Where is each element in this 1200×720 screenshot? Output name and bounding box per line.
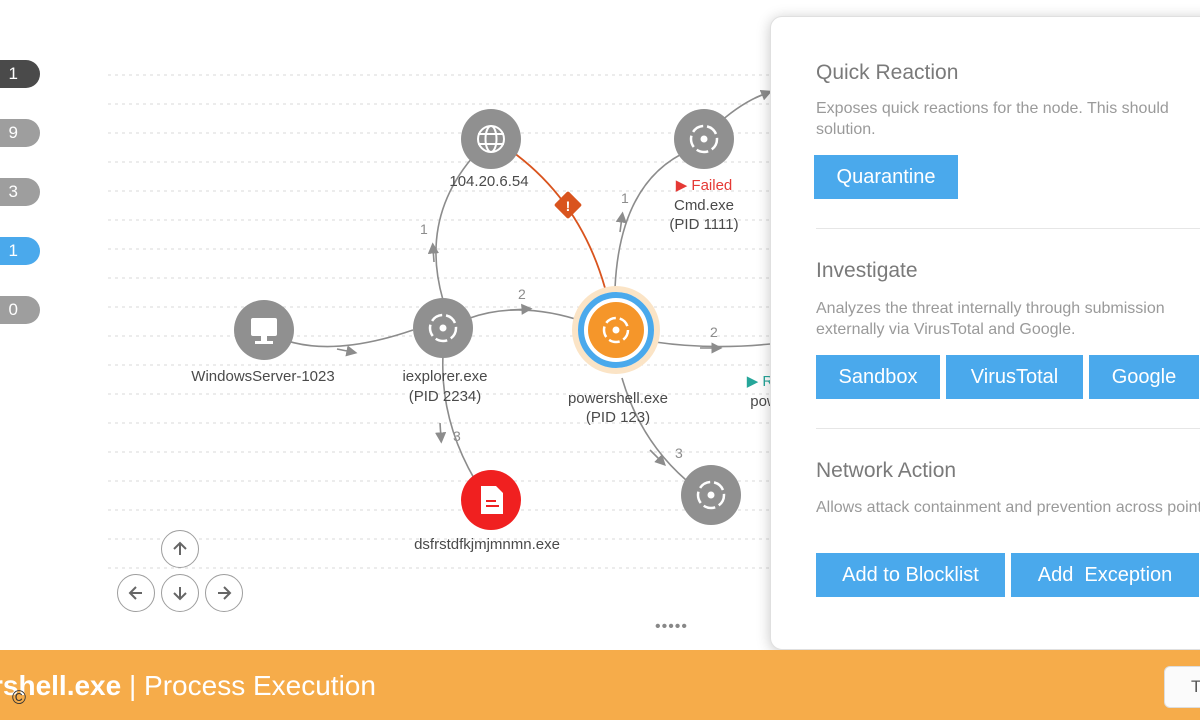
add-exception-button[interactable]: Add Exception (1011, 553, 1199, 597)
globe-icon (477, 125, 505, 153)
monitor-icon (251, 318, 277, 344)
edge-label: 1 (420, 221, 428, 237)
process-icon (689, 124, 719, 154)
edge-cmd-offscreen[interactable] (719, 91, 771, 123)
edge-arrowhead (435, 422, 447, 444)
quarantine-button[interactable]: Quarantine (814, 155, 958, 199)
edge-powershell-right[interactable] (654, 341, 771, 348)
node-powershell-selected[interactable] (572, 286, 660, 374)
edge-label: 2 (518, 286, 526, 302)
edge-iexplorer-ip[interactable] (435, 157, 473, 301)
count-pill[interactable]: 0 (0, 296, 40, 324)
add-to-blocklist-button[interactable]: Add to Blocklist (816, 553, 1005, 597)
edge-iexplorer-powershell[interactable] (469, 309, 586, 323)
section-description: Exposes quick reactions for the node. Th… (816, 100, 1169, 138)
warning-diamond-icon[interactable] (554, 191, 582, 219)
pan-up-button[interactable] (161, 530, 199, 568)
node-windows-server[interactable] (234, 300, 294, 360)
section-title-investigate: Investigate (816, 259, 918, 282)
bottom-action-button[interactable]: T (1164, 666, 1200, 708)
edge-arrowhead (649, 449, 666, 466)
edge-iexplorer-file[interactable] (441, 354, 476, 481)
divider (816, 428, 1200, 429)
arrow-up-icon (173, 541, 187, 555)
edge-label: 2 (710, 324, 718, 340)
node-label: powershell.exe (567, 390, 669, 407)
edge-powershell-cmd[interactable] (614, 149, 691, 289)
node-label: (PID 123) (585, 409, 651, 426)
section-description: Allows attack containment and prevention… (816, 499, 1200, 516)
edge-label: 3 (453, 428, 461, 444)
node-label: Cmd.exe (673, 197, 735, 214)
node-label: 104.20.6.54 (449, 173, 529, 190)
node-file[interactable] (461, 470, 521, 530)
count-pill[interactable]: 3 (0, 178, 40, 206)
section-title-quick-reaction: Quick Reaction (816, 61, 959, 84)
edge-ip-powershell-malicious[interactable] (509, 149, 606, 289)
pan-right-button[interactable] (205, 574, 243, 612)
count-pill-active[interactable]: 1 (0, 237, 40, 265)
edge-arrowhead (615, 211, 627, 233)
process-icon (696, 480, 726, 510)
event-title: rshell.exe | Process Execution (0, 670, 376, 702)
title-separator: | (121, 670, 145, 701)
sandbox-button[interactable]: Sandbox (816, 355, 940, 399)
arrow-down-icon (173, 587, 187, 601)
pan-down-button[interactable] (161, 574, 199, 612)
process-name: rshell.exe (0, 670, 122, 701)
file-icon (481, 486, 503, 514)
edge-arrowhead (427, 242, 439, 263)
count-pill[interactable]: 1 (0, 60, 40, 88)
node-label: (PID 2234) (408, 388, 482, 405)
edge-arrowhead (509, 303, 533, 315)
divider (816, 228, 1200, 229)
arrow-left-icon (128, 586, 142, 600)
section-description: Analyzes the threat internally through s… (816, 300, 1165, 338)
event-type: Process Execution (144, 670, 376, 701)
node-child-process[interactable] (681, 465, 741, 525)
status-failed: ▶ Failed (675, 177, 733, 194)
copyright-icon: © (12, 688, 26, 709)
node-label: dsfrstdfkjmjmnmn.exe (414, 536, 560, 553)
node-label: (PID 1111) (669, 216, 739, 233)
section-title-network-action: Network Action (816, 459, 957, 482)
pan-left-button[interactable] (117, 574, 155, 612)
node-label: WindowsServer-1023 (191, 368, 335, 385)
node-label: iexplorer.exe (402, 368, 488, 385)
edge-arrowhead (754, 89, 773, 101)
count-pill[interactable]: 9 (0, 119, 40, 147)
bottom-status-bar: rshell.exe | Process Execution (0, 650, 1200, 720)
process-icon (428, 313, 458, 343)
warning-mark: ! (566, 198, 571, 214)
edge-powershell-child[interactable] (621, 377, 687, 481)
process-icon (602, 316, 630, 344)
node-ip-address[interactable] (461, 109, 521, 169)
virustotal-button[interactable]: VirusTotal (946, 355, 1083, 399)
process-graph: ! 1 2 3 1 2 3 (108, 74, 773, 569)
action-panel: Quick Reaction Exposes quick reactions f… (770, 16, 1200, 650)
edge-arrowhead (336, 345, 358, 357)
arrow-right-icon (218, 586, 232, 600)
edge-label: 3 (675, 445, 683, 461)
google-button[interactable]: Google (1089, 355, 1199, 399)
node-iexplorer[interactable] (413, 298, 473, 358)
edge-label: 1 (621, 190, 629, 206)
status-success: ▶ R (746, 373, 774, 390)
node-cmd[interactable] (674, 109, 734, 169)
drag-handle[interactable]: ••••• (655, 618, 689, 635)
